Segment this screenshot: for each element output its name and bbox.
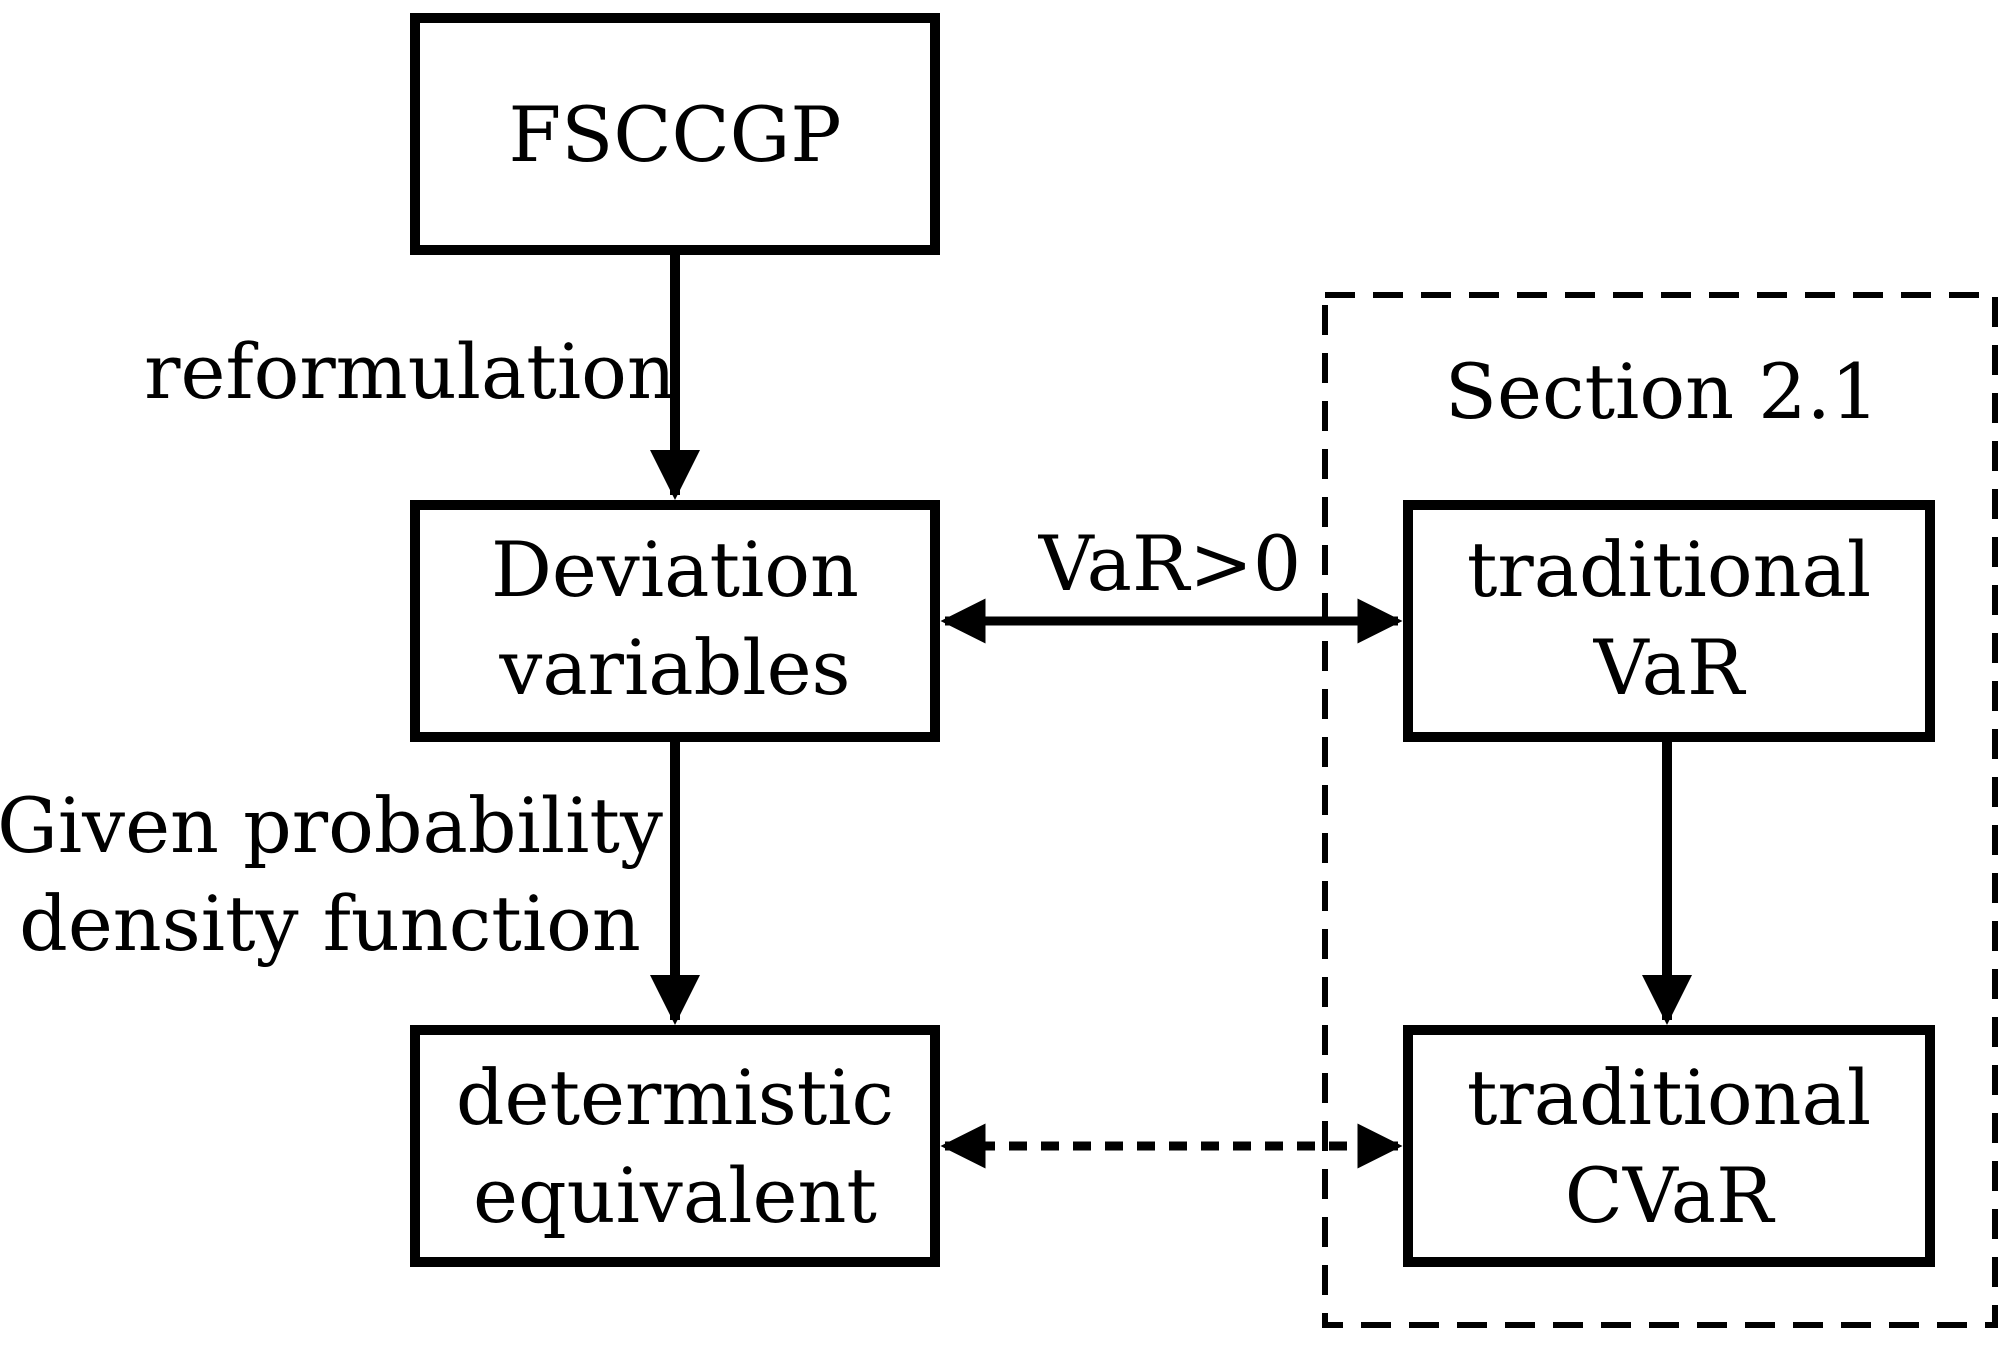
edge-pdf-label-line1: Given probability [0, 781, 663, 870]
node-fsccgp-label: FSCCGP [509, 90, 842, 179]
node-deviation-label-line1: Deviation [491, 525, 859, 614]
section-group-box [1322, 292, 1998, 1328]
edge-pdf-label-line2: density function [19, 879, 641, 968]
node-traditional-cvar: traditional CVaR [1403, 1025, 1935, 1267]
section-group-label: Section 2.1 [1445, 347, 1879, 436]
node-traditional-var-line2: VaR [1593, 623, 1747, 712]
node-deterministic-equivalent: determistic equivalent [410, 1025, 940, 1267]
edge-reformulation-label: reformulation [144, 327, 676, 416]
node-deterministic-label-line1: determistic [456, 1053, 894, 1142]
node-deviation-variables: Deviation variables [410, 500, 940, 742]
node-traditional-var: traditional VaR [1403, 500, 1935, 742]
node-traditional-var-line1: traditional [1467, 525, 1871, 614]
node-traditional-cvar-line2: CVaR [1565, 1151, 1776, 1240]
edge-var-positive-label: VaR>0 [1038, 519, 1301, 608]
node-fsccgp: FSCCGP [410, 13, 940, 255]
node-deviation-label-line2: variables [498, 623, 850, 712]
node-traditional-cvar-line1: traditional [1467, 1053, 1871, 1142]
node-deterministic-label-line2: equivalent [473, 1151, 877, 1240]
